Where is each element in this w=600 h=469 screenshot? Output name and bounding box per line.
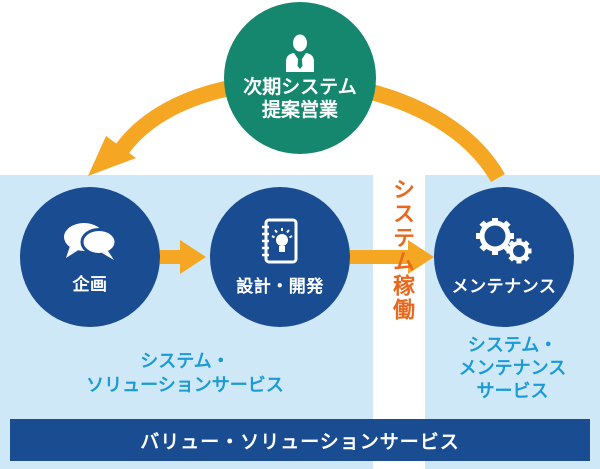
system-maintenance-service-label: システム・ メンテナンス サービス	[425, 334, 600, 403]
maintenance-label: メンテナンス	[451, 276, 557, 297]
arrow-design-maint-shaft	[350, 250, 410, 264]
maint-service-line2: メンテナンス	[458, 358, 567, 379]
system-service-line1: システム・	[140, 351, 230, 372]
maint-service-line3: サービス	[476, 381, 549, 402]
person-icon	[286, 34, 314, 72]
operation-label: システム稼働	[389, 178, 414, 322]
arrow-planning-design-shaft	[160, 250, 182, 264]
cycle-arrowhead	[88, 136, 136, 176]
arrow-design-maint-head	[408, 240, 434, 274]
notebook-lightbulb-icon	[262, 218, 298, 263]
node-design: 設計・開発	[210, 187, 350, 327]
system-service-line2: ソリューションサービス	[86, 375, 284, 396]
system-solution-service-label: システム・ ソリューションサービス	[30, 350, 340, 398]
node-proposal: 次期システム 提案営業	[224, 2, 376, 154]
chat-bubbles-icon	[64, 222, 118, 260]
arrow-planning-design-head	[180, 240, 206, 274]
proposal-label-line2: 提案営業	[261, 99, 338, 121]
proposal-label: 次期システム 提案営業	[243, 76, 356, 122]
gears-icon	[476, 217, 532, 263]
maint-service-line1: システム・	[467, 335, 558, 356]
planning-label: 企画	[72, 274, 108, 295]
value-solution-service-bar: バリュー・ソリューションサービス	[10, 419, 590, 461]
node-planning: 企画	[20, 187, 160, 327]
node-maintenance: メンテナンス	[434, 187, 574, 327]
proposal-label-line1: 次期システム	[243, 76, 357, 98]
design-label: 設計・開発	[236, 276, 324, 297]
